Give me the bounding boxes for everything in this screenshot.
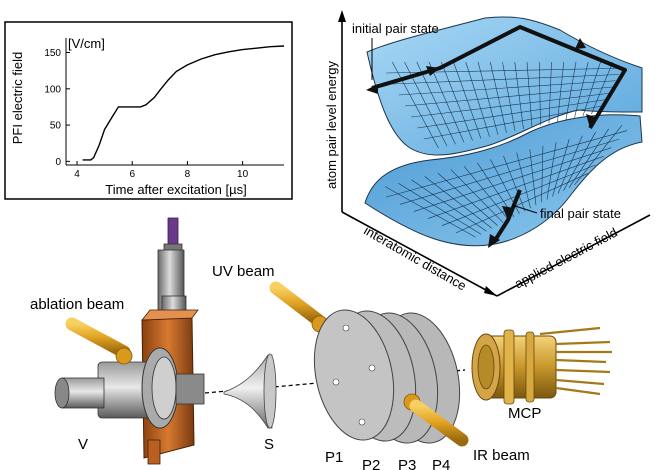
mesh-line <box>411 179 487 232</box>
mesh-line <box>392 74 619 85</box>
mesh-line <box>574 125 623 186</box>
mesh-line <box>385 186 476 238</box>
final-state-surface-grid <box>385 125 628 238</box>
x-tick-label: 4 <box>74 169 80 180</box>
mesh-line <box>503 155 526 212</box>
mesh-line <box>546 142 557 200</box>
uv-beam <box>269 281 329 333</box>
apparatus: UV beam ablation beam IR beam V S P1 P2 … <box>30 217 612 470</box>
state-path-arrows <box>366 38 598 248</box>
mesh-line <box>427 156 604 219</box>
energy-axis-title: atom pair level energy <box>324 61 339 189</box>
pfi-field-line <box>82 45 285 161</box>
mesh-line <box>411 92 610 118</box>
y-tick-label: 100 <box>44 84 61 95</box>
initial-state-label: initial pair state <box>352 21 439 36</box>
unit-label: [V/cm] <box>68 36 105 51</box>
mesh-line <box>385 130 628 198</box>
ir-beam <box>403 393 469 447</box>
mesh-line <box>568 128 609 188</box>
uv-beam-label: UV beam <box>212 263 275 280</box>
mesh-line <box>563 132 596 191</box>
mesh-line <box>455 173 588 234</box>
plot-axes <box>338 10 651 297</box>
mcp-label: MCP <box>508 405 541 422</box>
final-state-leader <box>511 204 538 214</box>
mesh-line <box>398 182 482 235</box>
skimmer-s-label: S <box>264 436 274 453</box>
x-tick-label: 6 <box>129 169 135 180</box>
initial-state-surface-grid <box>386 61 622 149</box>
plate-p1 <box>313 309 395 441</box>
mesh-line <box>541 145 544 203</box>
y-axis-title: PFI electric field <box>10 52 25 144</box>
y-tick-label: 50 <box>50 121 62 132</box>
mesh-line <box>552 138 570 197</box>
mesh-line <box>423 105 604 140</box>
y-tick-label: 150 <box>44 48 61 59</box>
ablation-source <box>54 217 205 465</box>
ablation-beam <box>65 317 133 365</box>
x-axis-title: Time after excitation [µs] <box>105 182 246 197</box>
plate-p4-label: P4 <box>432 457 450 470</box>
mcp-detector <box>471 326 612 405</box>
mesh-line <box>413 147 612 212</box>
energy-surface-plot: initial pair state final pair state atom… <box>324 10 651 297</box>
mesh-line <box>437 172 498 226</box>
y-tick-label: 0 <box>55 157 61 168</box>
final-state-label: final pair state <box>540 206 621 221</box>
skimmer-cone <box>223 353 277 429</box>
mesh-line <box>557 135 583 194</box>
plate-p2-label: P2 <box>362 457 380 470</box>
mesh-line <box>398 80 616 96</box>
mesh-line <box>529 149 537 206</box>
mesh-line <box>463 166 509 220</box>
field-axis-title: applied electric field <box>512 225 620 292</box>
mesh-line <box>404 86 613 107</box>
source-v-label: V <box>78 436 88 453</box>
initial-state-surface <box>366 16 643 156</box>
mesh-line <box>424 176 493 229</box>
x-tick-label: 10 <box>237 169 249 180</box>
mesh-line <box>516 152 531 209</box>
plate-p3-label: P3 <box>398 457 416 470</box>
inset-chart-frame <box>4 21 293 200</box>
plate-p1-label: P1 <box>325 449 343 466</box>
mesh-line <box>399 138 620 205</box>
x-tick-label: 8 <box>185 169 191 180</box>
mesh-line <box>417 99 607 129</box>
mesh-line <box>450 169 504 223</box>
ablation-beam-label: ablation beam <box>30 296 124 313</box>
ir-beam-label: IR beam <box>473 447 530 464</box>
